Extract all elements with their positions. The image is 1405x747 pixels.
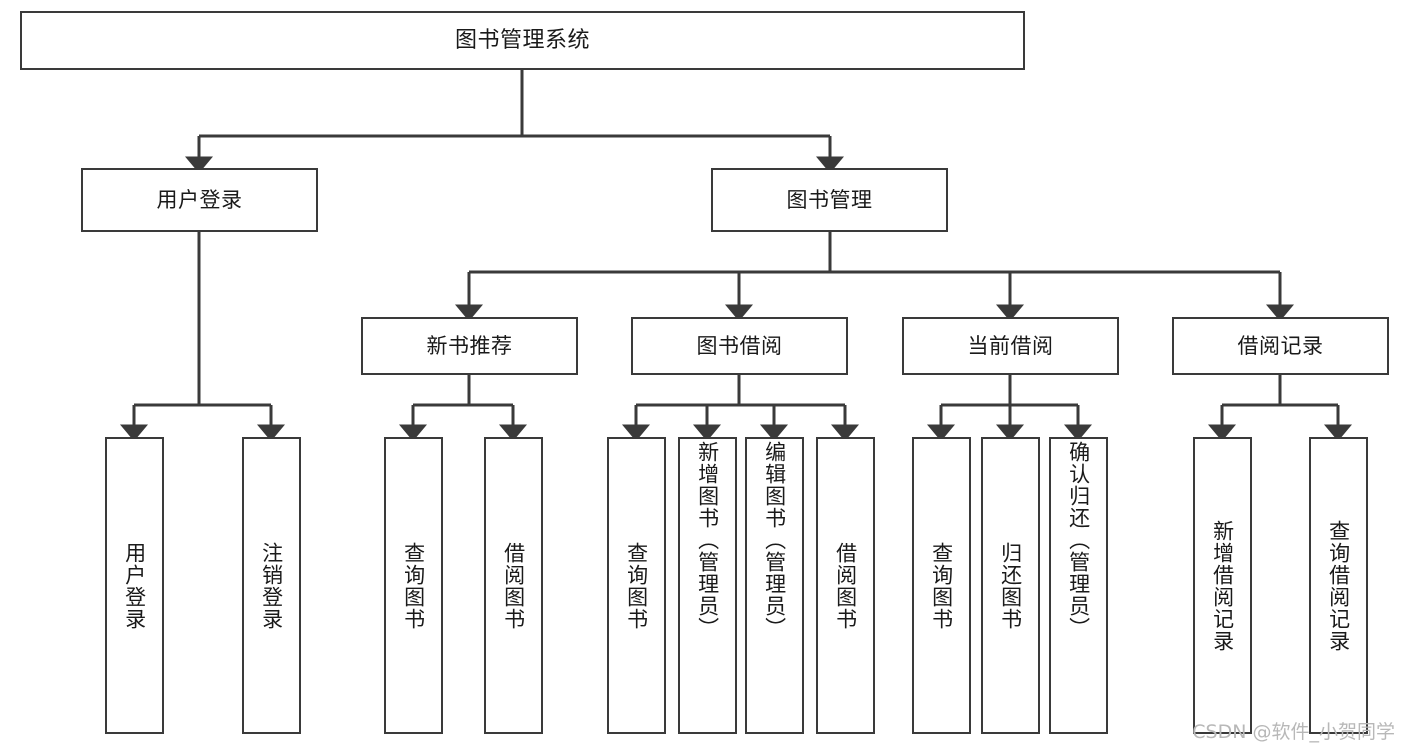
node-label: 新增借阅记录 [1210, 519, 1235, 652]
node-label: 借阅图书 [833, 541, 858, 630]
leaf-borrow-record-add-record[interactable]: 新增借阅记录 [1193, 437, 1252, 734]
node-book-borrow[interactable]: 图书借阅 [631, 317, 848, 375]
node-root-book-management-system[interactable]: 图书管理系统 [20, 11, 1025, 70]
watermark: CSDN @软件_小贺同学 [1192, 721, 1395, 743]
leaf-book-borrow-query-book[interactable]: 查询图书 [607, 437, 666, 734]
leaf-current-borrow-query-book[interactable]: 查询图书 [912, 437, 971, 734]
node-label: 确认归还（管理员） [1066, 441, 1091, 639]
leaf-user-login-signout[interactable]: 注销登录 [242, 437, 301, 734]
node-book-management[interactable]: 图书管理 [711, 168, 948, 232]
leaf-user-login-signin[interactable]: 用户登录 [105, 437, 164, 734]
node-label: 查询借阅记录 [1326, 519, 1351, 652]
node-label: 用户登录 [156, 187, 243, 212]
node-label: 新增图书（管理员） [695, 441, 720, 639]
node-current-borrow[interactable]: 当前借阅 [902, 317, 1119, 375]
node-label: 编辑图书（管理员） [762, 441, 787, 639]
leaf-book-borrow-edit-book-admin[interactable]: 编辑图书（管理员） [745, 437, 804, 734]
node-label: 当前借阅 [967, 333, 1054, 358]
node-label: 图书借阅 [696, 333, 783, 358]
node-label: 查询图书 [929, 541, 954, 630]
leaf-borrow-record-query-record[interactable]: 查询借阅记录 [1309, 437, 1368, 734]
node-label: 借阅记录 [1237, 333, 1324, 358]
node-user-login[interactable]: 用户登录 [81, 168, 318, 232]
node-label: 查询图书 [401, 541, 426, 630]
leaf-current-borrow-confirm-return-admin[interactable]: 确认归还（管理员） [1049, 437, 1108, 734]
node-label: 图书管理系统 [454, 27, 590, 53]
node-borrow-record[interactable]: 借阅记录 [1172, 317, 1389, 375]
node-label: 注销登录 [259, 541, 284, 630]
leaf-book-borrow-borrow-book[interactable]: 借阅图书 [816, 437, 875, 734]
node-label: 归还图书 [998, 541, 1023, 630]
node-label: 图书管理 [786, 187, 873, 212]
node-label: 借阅图书 [501, 541, 526, 630]
node-new-book-recommendation[interactable]: 新书推荐 [361, 317, 578, 375]
leaf-new-book-query-book[interactable]: 查询图书 [384, 437, 443, 734]
leaf-new-book-borrow-book[interactable]: 借阅图书 [484, 437, 543, 734]
node-label: 用户登录 [122, 541, 147, 630]
node-label: 新书推荐 [426, 333, 513, 358]
leaf-book-borrow-add-book-admin[interactable]: 新增图书（管理员） [678, 437, 737, 734]
node-label: 查询图书 [624, 541, 649, 630]
leaf-current-borrow-return-book[interactable]: 归还图书 [981, 437, 1040, 734]
